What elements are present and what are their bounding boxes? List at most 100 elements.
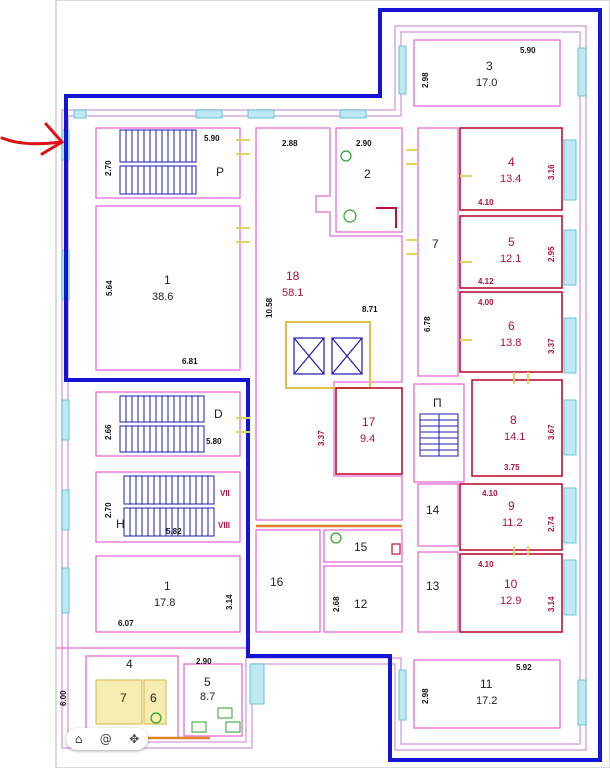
room-7: 7 6.78 bbox=[417, 127, 459, 377]
stair-pi-label: П bbox=[433, 396, 442, 410]
room-10: 4.10 10 12.9 3.14 bbox=[459, 553, 563, 633]
stair-n-mark-viii: VIII bbox=[218, 521, 230, 530]
room-8-dim-width: 3.75 bbox=[504, 463, 520, 472]
lower-left-block: 4 7 6 2.90 5 8.7 6.00 bbox=[56, 647, 246, 740]
room-1-upper-dim-height: 5.64 bbox=[105, 280, 114, 296]
room-4-dim-width: 4.10 bbox=[478, 198, 494, 207]
room-3-dim-width: 5.90 bbox=[520, 46, 536, 55]
room-18-dim-inner: 8.71 bbox=[362, 305, 378, 314]
room-3-area: 17.0 bbox=[476, 77, 497, 89]
room-13-number: 13 bbox=[426, 579, 440, 593]
room-7-dim-length: 6.78 bbox=[423, 316, 432, 332]
sink-icon bbox=[340, 150, 352, 162]
room-16-number: 16 bbox=[270, 575, 284, 589]
room-4-number: 4 bbox=[508, 155, 515, 169]
room-5-dim-width: 4.12 bbox=[478, 277, 494, 286]
room-1-upper-area: 38.6 bbox=[152, 291, 173, 303]
room-7b-number: 7 bbox=[120, 691, 127, 705]
room-4-area: 13.4 bbox=[500, 173, 521, 185]
image-toolbar: ⌂ @ ✥ bbox=[66, 728, 148, 750]
room-17-area: 9.4 bbox=[360, 433, 375, 445]
room-1-lower: 1 17.8 6.07 3.14 bbox=[95, 555, 241, 633]
room-6-number: 6 bbox=[508, 319, 515, 333]
room-18: 18 58.1 2.88 8.71 10.58 bbox=[255, 127, 403, 521]
room-14: 14 bbox=[417, 483, 459, 547]
room-9-dim-height: 2.74 bbox=[547, 516, 556, 532]
stair-n: Н 5.82 2.70 VII VIII bbox=[95, 471, 241, 543]
toilet-icon bbox=[343, 209, 357, 223]
room-14-number: 14 bbox=[426, 503, 440, 517]
room-17-dim: 3.37 bbox=[317, 430, 326, 446]
room-8-area: 14.1 bbox=[504, 431, 525, 443]
room-6: 4.00 6 13.8 3.37 bbox=[459, 291, 563, 373]
room-9-number: 9 bbox=[508, 499, 515, 513]
outer-walls bbox=[55, 0, 610, 768]
room-18-dim-top: 2.88 bbox=[282, 139, 298, 148]
room-10-dim-width: 4.10 bbox=[478, 560, 494, 569]
stair-d-dim-width: 5.80 bbox=[206, 437, 222, 446]
room-4-dim-height: 3.16 bbox=[547, 164, 556, 180]
room-11: 11 17.2 5.92 2.98 bbox=[413, 659, 561, 729]
stair-p: Р 5.90 2.70 bbox=[95, 127, 241, 199]
elevator-shafts bbox=[285, 321, 371, 389]
highlight-outline bbox=[64, 8, 602, 762]
move-icon[interactable]: ✥ bbox=[129, 732, 140, 746]
room-15-number: 15 bbox=[354, 540, 368, 554]
room-1-lower-number: 1 bbox=[164, 579, 171, 593]
room-5-number: 5 bbox=[508, 235, 515, 249]
room-11-dim-width: 5.92 bbox=[516, 663, 532, 672]
room-2-dim-width: 2.90 bbox=[356, 139, 372, 148]
room-11-number: 11 bbox=[480, 677, 493, 691]
room-3-number: 3 bbox=[486, 59, 493, 73]
stair-d-dim-height: 2.66 bbox=[104, 424, 113, 440]
room-9-dim-width: 4.10 bbox=[482, 489, 498, 498]
room-5-dim-height: 2.95 bbox=[547, 246, 556, 262]
room-5: 5 12.1 4.12 2.95 bbox=[459, 215, 563, 289]
room-11-area: 17.2 bbox=[476, 695, 497, 707]
room-8-dim-height: 3.67 bbox=[547, 424, 556, 440]
door-marks bbox=[236, 139, 529, 556]
room-13: 13 bbox=[417, 551, 459, 633]
room-18-number: 18 bbox=[286, 269, 300, 283]
room-1-upper-number: 1 bbox=[164, 273, 171, 287]
stair-n-mark-vii: VII bbox=[220, 489, 230, 498]
room-2: 2 2.90 bbox=[335, 127, 403, 233]
room-7-number: 7 bbox=[432, 237, 439, 251]
room-3-dim-height: 2.98 bbox=[421, 72, 430, 88]
room-5b-dim: 2.90 bbox=[196, 657, 212, 666]
stair-p-dim-width: 5.90 bbox=[204, 134, 220, 143]
stair-n-label: Н bbox=[116, 517, 125, 531]
room-16: 16 bbox=[255, 524, 402, 633]
room-11-dim-height: 2.98 bbox=[421, 688, 430, 704]
stair-d-label: D bbox=[214, 407, 223, 421]
room-15: 15 bbox=[323, 529, 403, 563]
stair-n-dim-width: 5.82 bbox=[166, 527, 182, 536]
room-18-area: 58.1 bbox=[282, 287, 303, 299]
toilet-icon bbox=[150, 712, 162, 724]
room-1-lower-dim-height: 3.14 bbox=[225, 594, 234, 610]
room-1-upper-dim-width: 6.81 bbox=[182, 357, 198, 366]
room-1-lower-dim-width: 6.07 bbox=[118, 619, 134, 628]
pointer-arrow bbox=[0, 122, 65, 156]
room-6-dim-height: 3.37 bbox=[547, 338, 556, 354]
edge-dim: 6.00 bbox=[59, 690, 68, 706]
room-17: 17 9.4 3.37 bbox=[317, 387, 403, 475]
room-2-number: 2 bbox=[364, 167, 371, 181]
stair-d: D 5.80 2.66 bbox=[95, 391, 241, 457]
room-5b-area: 8.7 bbox=[200, 691, 215, 703]
stair-pi: П bbox=[413, 383, 465, 483]
room-5b-number: 5 bbox=[204, 675, 211, 689]
room-4: 4 13.4 4.10 3.16 bbox=[459, 127, 563, 211]
at-icon[interactable]: @ bbox=[99, 732, 112, 746]
room-12: 12 2.68 bbox=[323, 565, 403, 633]
room-12-number: 12 bbox=[354, 597, 368, 611]
room-6-area: 13.8 bbox=[500, 337, 521, 349]
room-8: 8 14.1 3.75 3.67 bbox=[471, 379, 563, 477]
windows bbox=[61, 45, 587, 726]
home-icon[interactable]: ⌂ bbox=[74, 732, 83, 746]
stair-n-dim-height: 2.70 bbox=[104, 502, 113, 518]
room-8-number: 8 bbox=[510, 413, 517, 427]
stair-p-label: Р bbox=[216, 165, 224, 179]
room-9-area: 11.2 bbox=[502, 517, 523, 529]
